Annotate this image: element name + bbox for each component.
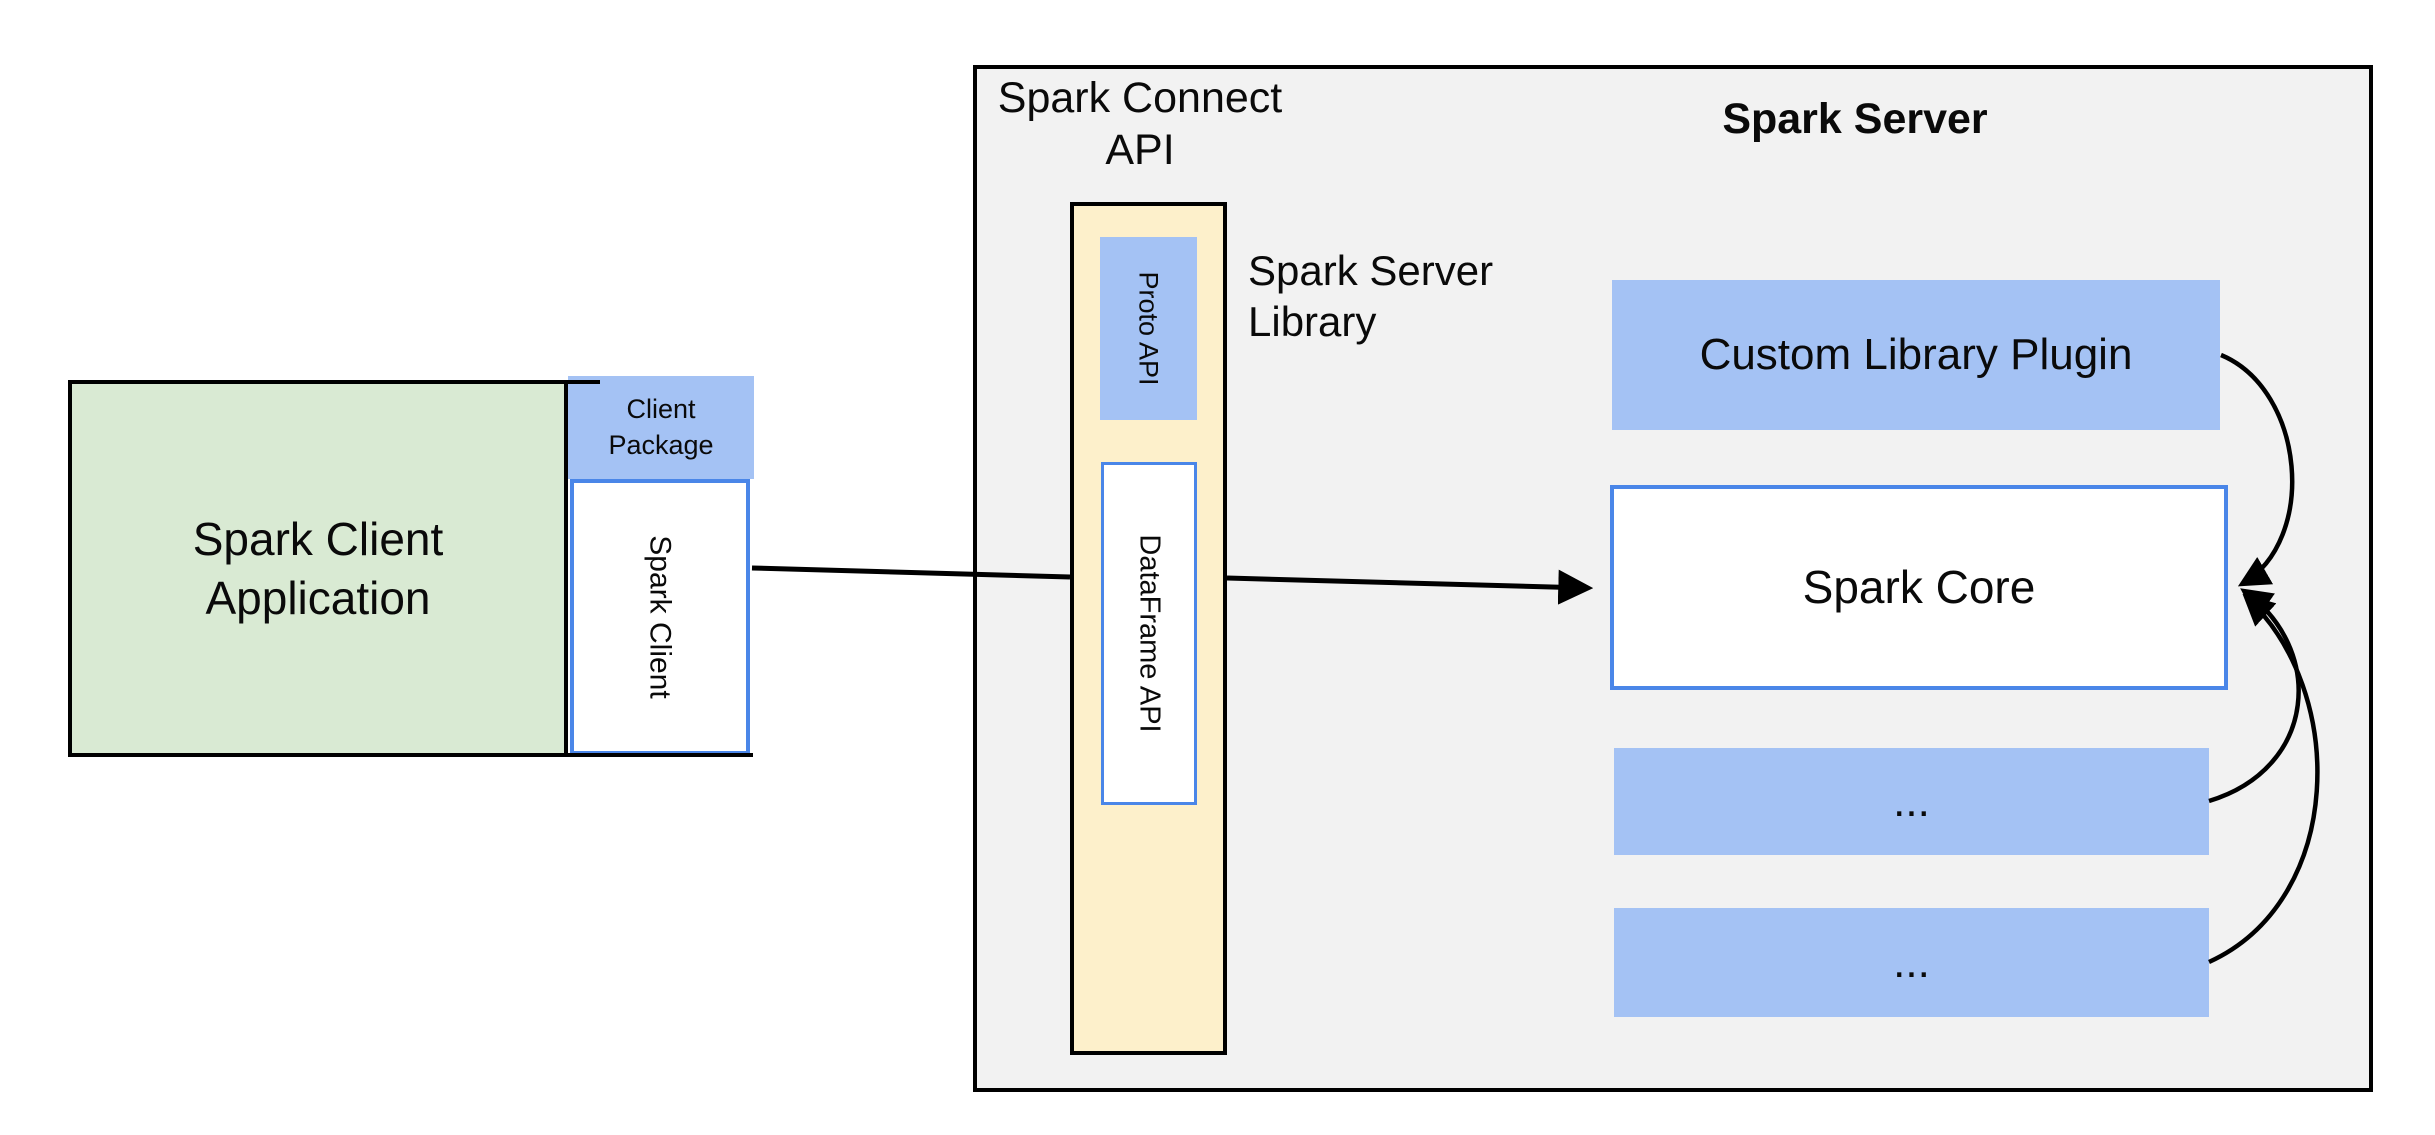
- spark-client-box: Spark Client: [570, 479, 750, 755]
- proto-api-box: Proto API: [1100, 237, 1197, 420]
- spark-server-library-label: Spark Server Library: [1248, 247, 1494, 346]
- spark-connect-api-label: Spark Connect API: [997, 74, 1283, 175]
- spark-core-box: Spark Core: [1610, 485, 2228, 690]
- dataframe-api-box: DataFrame API: [1101, 462, 1197, 805]
- placeholder-box-1: ...: [1614, 748, 2209, 855]
- spark-client-application-box: Spark Client Application: [68, 380, 568, 757]
- client-package-box: Client Package: [568, 376, 754, 479]
- placeholder-box-2: ...: [1614, 908, 2209, 1017]
- dataframe-api-box-label: DataFrame API: [1133, 534, 1166, 733]
- spark-client-box-label: Spark Client: [644, 535, 677, 699]
- custom-library-plugin-box: Custom Library Plugin: [1612, 280, 2220, 430]
- proto-api-box-label: Proto API: [1134, 271, 1165, 386]
- spark-server-title: Spark Server: [1722, 95, 1988, 143]
